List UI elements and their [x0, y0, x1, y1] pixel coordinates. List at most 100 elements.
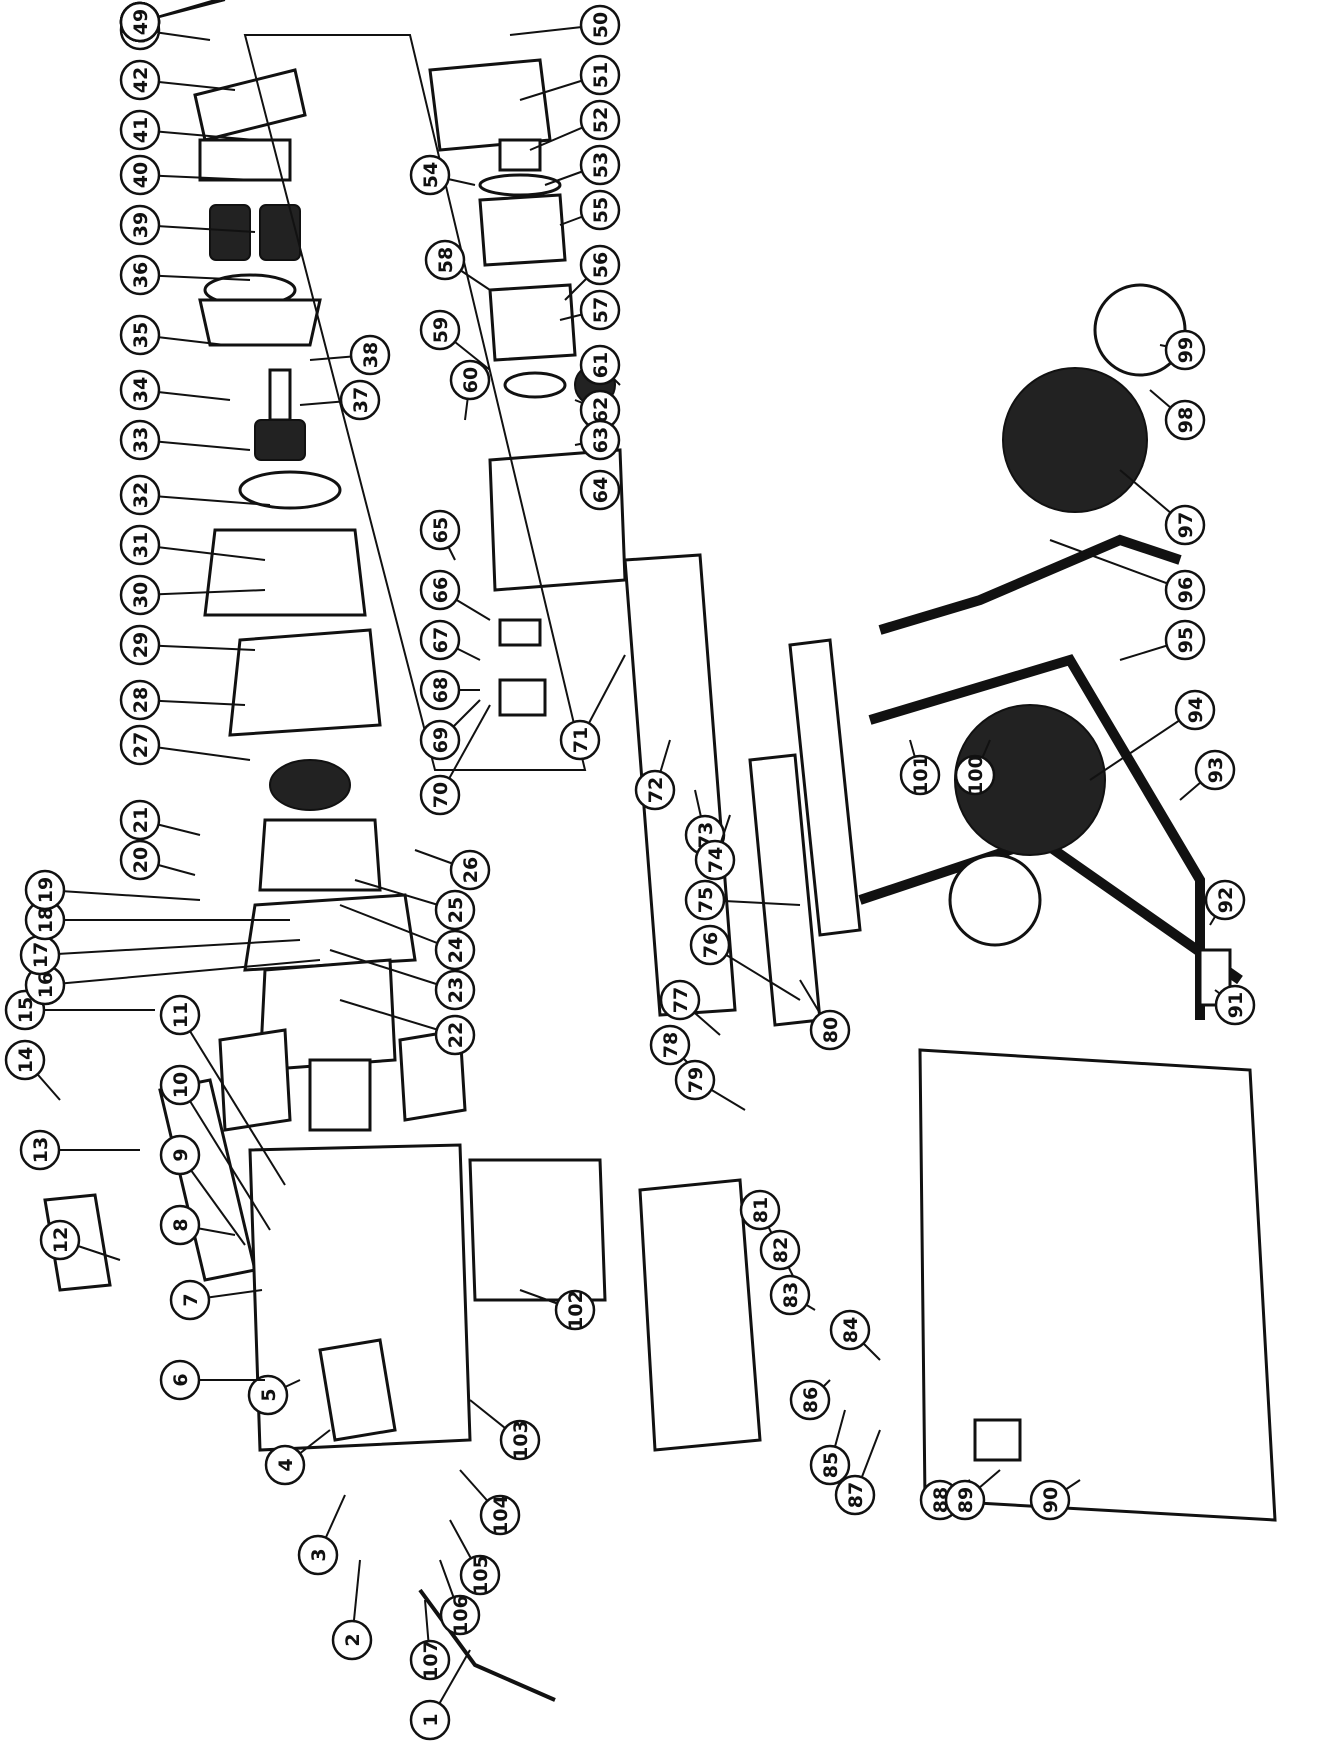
callout-number-107: 107	[420, 1640, 442, 1680]
callout-circle-34	[119, 369, 161, 411]
callout-107: 107	[409, 1599, 451, 1681]
callout-circle-35	[119, 314, 161, 356]
callout-83: 83	[769, 1274, 816, 1316]
wheel-97	[1002, 367, 1148, 513]
callout-number-5: 5	[258, 1388, 280, 1401]
callout-circle-2	[331, 1619, 373, 1661]
callout-number-101: 101	[910, 755, 932, 795]
callout-24: 24	[339, 904, 476, 971]
callout-circle-31	[119, 524, 161, 566]
bracket-30	[258, 818, 382, 892]
callout-circle-59	[419, 309, 461, 351]
callout-59: 59	[419, 309, 491, 371]
gasket-53	[478, 173, 562, 197]
motor-25	[308, 1058, 372, 1132]
callout-number-8: 8	[170, 1218, 192, 1231]
callout-14: 14	[4, 1039, 61, 1101]
callout-circle-63	[579, 419, 621, 461]
callout-71: 71	[559, 654, 626, 761]
callout-number-92: 92	[1215, 887, 1237, 913]
callout-circle-102	[554, 1289, 596, 1331]
callout-leader-96	[1049, 539, 1186, 591]
hubcap-93	[948, 853, 1042, 947]
callout-92: 92	[1204, 879, 1246, 926]
callout-17: 17	[19, 934, 301, 976]
callout-number-31: 31	[130, 532, 152, 558]
callout-number-36: 36	[130, 262, 152, 288]
callout-circle-42	[119, 59, 161, 101]
callout-circle-92	[1204, 879, 1246, 921]
callout-99: 99	[1159, 329, 1206, 371]
callout-28: 28	[119, 679, 246, 721]
callout-circle-55	[579, 189, 621, 231]
callout-circle-11	[159, 994, 201, 1036]
callout-78: 78	[649, 1024, 701, 1076]
callout-number-94: 94	[1185, 697, 1207, 723]
callout-circle-12	[39, 1219, 81, 1261]
callout-number-24: 24	[445, 937, 467, 963]
callout-circle-29	[119, 624, 161, 666]
callout-15: 15	[4, 989, 155, 1031]
callout-93: 93	[1179, 749, 1236, 801]
callout-9: 9	[159, 1134, 246, 1246]
callout-98: 98	[1149, 389, 1206, 441]
callout-number-22: 22	[445, 1022, 467, 1048]
callout-37: 37	[299, 379, 381, 421]
callout-circle-70	[419, 774, 461, 816]
callout-number-16: 16	[35, 972, 57, 998]
callout-circle-82	[759, 1229, 801, 1271]
cover-21	[218, 1028, 292, 1132]
callout-circle-22	[434, 1014, 476, 1056]
fan-31	[269, 759, 351, 811]
callout-87: 87	[834, 1429, 881, 1516]
callout-79: 79	[674, 1059, 746, 1111]
callout-number-13: 13	[30, 1137, 52, 1163]
housing-35	[203, 528, 367, 617]
callout-circle-97	[1164, 504, 1206, 546]
callout-circle-38	[349, 334, 391, 376]
callout-circle-27	[119, 724, 161, 766]
callout-number-86: 86	[800, 1387, 822, 1413]
callout-80: 80	[799, 979, 851, 1051]
callout-94: 94	[1089, 689, 1216, 781]
callout-41: 41	[119, 109, 256, 151]
callout-84: 84	[829, 1309, 881, 1361]
callout-circle-23	[434, 969, 476, 1011]
callout-20: 20	[119, 839, 196, 881]
callout-number-7: 7	[180, 1293, 202, 1306]
callout-circle-64	[579, 469, 621, 511]
callout-35: 35	[119, 314, 226, 356]
callout-number-42: 42	[130, 67, 152, 93]
callout-layer: 1234567891011121314151617181920212223242…	[4, 0, 1256, 1741]
callout-63: 63	[574, 419, 621, 461]
callout-leader-19	[44, 889, 201, 901]
callout-69: 69	[419, 699, 481, 761]
callout-circle-90	[1029, 1479, 1071, 1521]
callout-circle-107	[409, 1639, 451, 1681]
callout-27: 27	[119, 724, 251, 766]
callout-circle-52	[579, 99, 621, 141]
callout-circle-14	[4, 1039, 46, 1081]
callout-circle-99	[1164, 329, 1206, 371]
callout-number-95: 95	[1175, 627, 1197, 653]
callout-number-20: 20	[130, 847, 152, 873]
callout-leader-17	[39, 939, 301, 956]
callout-number-55: 55	[590, 197, 612, 223]
callout-5: 5	[247, 1374, 301, 1416]
callout-leader-10	[179, 1084, 271, 1231]
callout-number-39: 39	[130, 212, 152, 238]
callout-circle-89	[944, 1479, 986, 1521]
callout-53: 53	[544, 144, 621, 186]
callout-number-17: 17	[30, 942, 52, 968]
callout-number-82: 82	[770, 1237, 792, 1263]
gear-39	[254, 419, 306, 461]
callout-leader-23	[329, 949, 456, 991]
callout-number-53: 53	[590, 152, 612, 178]
callout-85: 85	[809, 1409, 851, 1486]
callout-circle-78	[649, 1024, 691, 1066]
callout-54: 54	[409, 154, 476, 196]
callout-32: 32	[119, 474, 271, 516]
callout-50: 50	[509, 4, 621, 46]
callout-number-10: 10	[170, 1072, 192, 1098]
callout-76: 76	[689, 924, 801, 1001]
